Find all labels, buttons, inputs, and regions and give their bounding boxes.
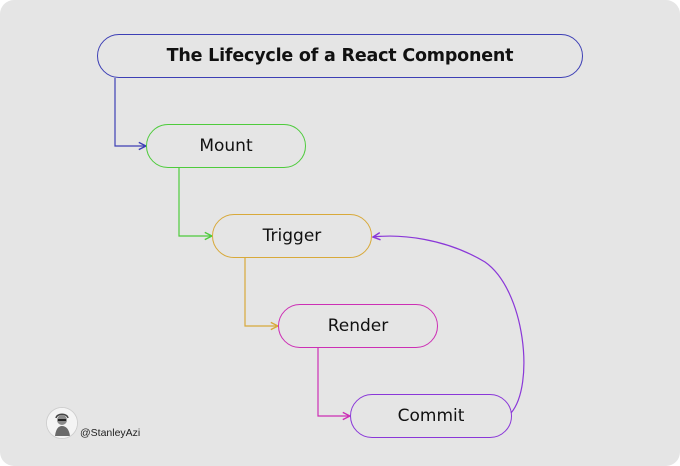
connector-render-to-commit — [317, 348, 350, 416]
node-trigger: Trigger — [212, 214, 372, 258]
author-handle: @StanleyAzi — [80, 427, 141, 439]
connector-mount-to-trigger — [178, 168, 212, 236]
author-credit: @StanleyAzi — [46, 407, 140, 439]
node-render: Render — [278, 304, 438, 348]
node-mount: Mount — [146, 124, 306, 168]
node-commit: Commit — [350, 394, 512, 438]
avatar-icon — [46, 407, 78, 439]
connector-trigger-to-render — [244, 258, 278, 326]
connector-title-to-mount — [114, 78, 146, 146]
diagram-title: The Lifecycle of a React Component — [97, 34, 583, 78]
connector-commit-to-trigger — [373, 236, 525, 414]
